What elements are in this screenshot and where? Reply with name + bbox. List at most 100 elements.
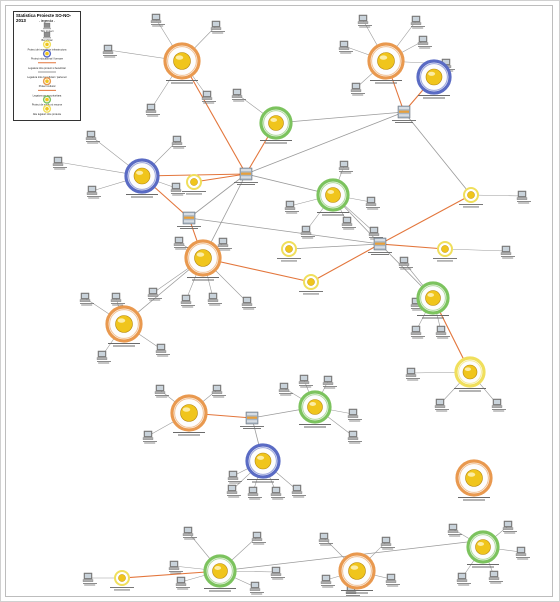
relation-edge (379, 243, 446, 250)
beneficiary-computer-icon (170, 182, 185, 196)
legend-subtitle: - legenda - (38, 19, 56, 23)
beneficiary-computer-icon (210, 20, 225, 34)
relation-edge (245, 111, 405, 175)
project-node-green (466, 530, 500, 568)
beneficiary-computer-icon (410, 325, 425, 339)
legend-item-label: Proiect educational / formare (31, 58, 64, 61)
beneficiary-computer-icon (154, 384, 169, 398)
relation-edge (403, 111, 472, 196)
beneficiary-edge (470, 194, 523, 197)
beneficiary-computer-icon (173, 236, 188, 250)
beneficiary-computer-icon (180, 294, 195, 308)
project-node-orange (105, 305, 143, 347)
cultural-project-node (277, 241, 301, 262)
diagram-canvas: Statistica Proiecte SO-NO-2013 - legenda… (5, 5, 553, 597)
project-node-green (259, 106, 293, 144)
project-node-green (416, 281, 450, 319)
relation-edge (379, 194, 472, 245)
beneficiary-edge (444, 248, 507, 252)
beneficiary-computer-icon (251, 531, 266, 545)
beneficiary-computer-icon (247, 486, 262, 500)
beneficiary-computer-icon (338, 40, 353, 54)
beneficiary-computer-icon (142, 430, 157, 444)
cultural-project-node (182, 174, 206, 195)
beneficiary-computer-icon (102, 44, 117, 58)
legend-item: Proiect educational / formare (31, 49, 64, 61)
beneficiary-computer-icon (502, 520, 517, 534)
beneficiary-computer-icon (447, 523, 462, 537)
beneficiary-computer-icon (300, 225, 315, 239)
beneficiary-computer-icon (270, 486, 285, 500)
legend-item-label: Alte legaturi intre proiecte (33, 113, 62, 116)
beneficiary-computer-icon (357, 14, 372, 28)
project-node-green (203, 554, 237, 592)
beneficiary-computer-icon (365, 196, 380, 210)
legend-item: Legatura intre proiect si beneficiar (28, 62, 66, 70)
beneficiary-computer-icon (347, 408, 362, 422)
legend-item-label: Titlu proiect (41, 30, 54, 33)
beneficiary-computer-icon (435, 325, 450, 339)
beneficiary-computer-icon (217, 237, 232, 251)
beneficiary-computer-icon (201, 90, 216, 104)
beneficiary-computer-icon (86, 185, 101, 199)
beneficiary-computer-icon (175, 576, 190, 590)
project-node-orange (367, 42, 405, 84)
partner-server-icon (177, 211, 201, 229)
project-node-orange (455, 459, 493, 501)
project-node-orange (338, 552, 376, 594)
beneficiary-computer-icon (488, 570, 503, 584)
beneficiary-computer-icon (110, 292, 125, 306)
beneficiary-computer-icon (150, 13, 165, 27)
legend-box: Statistica Proiecte SO-NO-2013 - legenda… (13, 11, 81, 121)
beneficiary-computer-icon (434, 398, 449, 412)
beneficiary-computer-icon (182, 526, 197, 540)
cultural-project-node (433, 241, 457, 262)
cultural-project-node (110, 570, 134, 591)
legend-title: Statistica Proiecte SO-NO-2013 (16, 13, 72, 23)
relation-edge (188, 173, 247, 219)
relation-edge (181, 60, 247, 175)
beneficiary-computer-icon (79, 292, 94, 306)
beneficiary-computer-icon (385, 573, 400, 587)
beneficiary-computer-icon (491, 398, 506, 412)
beneficiary-computer-icon (278, 382, 293, 396)
legend-items: Titlu proiectBeneficiarProiect de invest… (27, 22, 67, 116)
legend-item: Proiect cultural (39, 77, 56, 88)
beneficiary-computer-icon (207, 292, 222, 306)
beneficiary-computer-icon (226, 484, 241, 498)
beneficiary-computer-icon (338, 160, 353, 174)
beneficiary-computer-icon (318, 532, 333, 546)
cultural-project-node (459, 187, 483, 208)
relation-edge (310, 243, 381, 283)
beneficiary-computer-icon (456, 572, 471, 586)
beneficiary-computer-icon (82, 572, 97, 586)
project-node-blue (416, 59, 452, 99)
project-node-blue (124, 158, 160, 198)
beneficiary-computer-icon (398, 256, 413, 270)
beneficiary-computer-icon (270, 566, 285, 580)
beneficiary-computer-icon (85, 130, 100, 144)
project-node-orange (170, 394, 208, 436)
beneficiary-computer-icon (52, 156, 67, 170)
project-node-yellow (454, 356, 486, 392)
beneficiary-computer-icon (417, 35, 432, 49)
beneficiary-computer-icon (347, 430, 362, 444)
project-node-green (298, 390, 332, 428)
beneficiary-computer-icon (405, 367, 420, 381)
relation-edge (288, 243, 381, 250)
beneficiary-computer-icon (368, 226, 383, 240)
beneficiary-computer-icon (380, 536, 395, 550)
edges-layer (57, 18, 523, 591)
project-node-green (316, 178, 350, 216)
relation-edge (188, 217, 381, 245)
beneficiary-computer-icon (291, 484, 306, 498)
legend-item: Titlu proiect (41, 22, 54, 33)
beneficiary-computer-icon (500, 245, 515, 259)
beneficiary-computer-icon (341, 216, 356, 230)
beneficiary-computer-icon (241, 296, 256, 310)
beneficiary-computer-icon (284, 200, 299, 214)
relation-edge (275, 111, 405, 124)
beneficiary-computer-icon (231, 88, 246, 102)
legend-item-label: Legatura intre proiect si beneficiar (28, 67, 66, 70)
